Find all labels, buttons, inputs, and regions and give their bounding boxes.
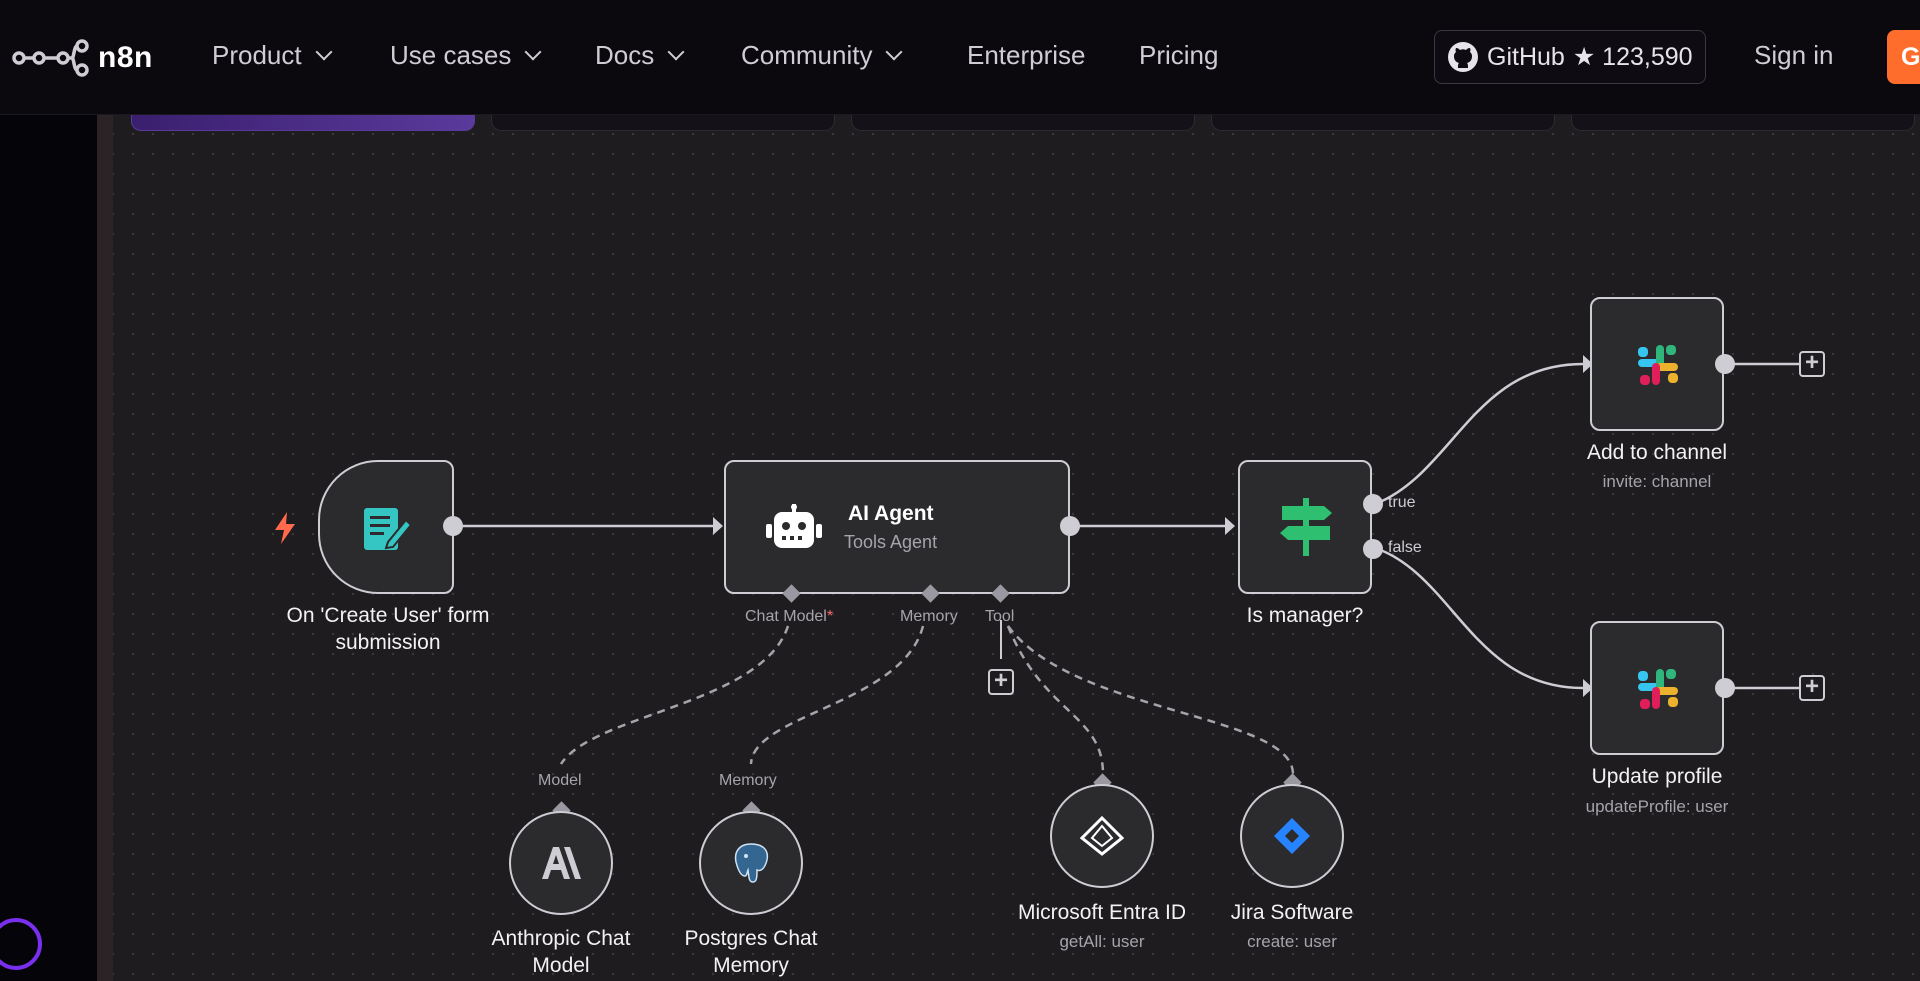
- slack-update-label: Update profile: [1591, 765, 1723, 788]
- signpost-icon: [1280, 498, 1332, 556]
- cookie-settings-icon[interactable]: [0, 918, 42, 970]
- connection-memory-dashed: [749, 625, 925, 765]
- entra-id-icon: [1080, 816, 1124, 856]
- true-port-label: true: [1388, 494, 1416, 511]
- github-icon: [1448, 42, 1478, 72]
- chevron-down-icon: [885, 43, 903, 60]
- slack-update-subtitle: updateProfile: user: [1585, 797, 1729, 816]
- trigger-label: On 'Create User' form submission: [286, 604, 490, 654]
- postgres-label: Postgres Chat Memory: [684, 927, 818, 977]
- workflow-canvas[interactable]: On 'Create User' form submission AI Agen…: [113, 114, 1920, 981]
- logo-text: n8n: [98, 41, 153, 74]
- github-label: GitHub: [1487, 42, 1565, 71]
- memory-port-label: Memory: [900, 608, 958, 625]
- lightning-icon: [275, 512, 295, 544]
- slack-icon: [1638, 345, 1678, 385]
- slack-add-label: Add to channel: [1586, 441, 1728, 464]
- anthropic-node[interactable]: [509, 811, 613, 915]
- slack-add-node[interactable]: [1590, 297, 1724, 431]
- connection-jira-dashed: [1006, 625, 1295, 775]
- postgres-node[interactable]: [699, 811, 803, 915]
- nav-enterprise[interactable]: Enterprise: [967, 40, 1086, 70]
- github-stars-button[interactable]: GitHub ★ 123,590: [1434, 30, 1706, 84]
- slack-update-output-port[interactable]: [1715, 678, 1735, 698]
- trigger-node[interactable]: [318, 460, 454, 594]
- nav-product[interactable]: Product: [212, 40, 333, 71]
- entra-label: Microsoft Entra ID: [1017, 901, 1187, 924]
- entra-node[interactable]: [1050, 784, 1154, 888]
- memory-node-port-label: Memory: [719, 772, 777, 789]
- top-navigation: n8n Product Use cases Docs Community Ent…: [0, 0, 1920, 115]
- chevron-down-icon: [667, 43, 685, 60]
- true-output-port[interactable]: [1363, 494, 1383, 514]
- false-output-port[interactable]: [1363, 539, 1383, 559]
- chevron-down-icon: [315, 43, 333, 60]
- if-node[interactable]: [1238, 460, 1372, 594]
- jira-subtitle: create: user: [1247, 932, 1337, 951]
- get-started-button[interactable]: G: [1887, 30, 1920, 84]
- nav-use-cases[interactable]: Use cases: [390, 40, 542, 71]
- jira-node[interactable]: [1240, 784, 1344, 888]
- connection-model-dashed: [559, 625, 790, 765]
- canvas-frame: [97, 114, 113, 981]
- connections: [453, 355, 1803, 775]
- left-margin: [0, 114, 97, 981]
- nav-docs[interactable]: Docs: [595, 40, 685, 71]
- add-after-add-to-channel-button[interactable]: +: [1799, 351, 1825, 377]
- slack-add-subtitle: invite: channel: [1602, 472, 1712, 491]
- postgres-icon: [734, 843, 769, 883]
- tool-port-label: Tool: [985, 608, 1015, 625]
- connection-entra-dashed: [1006, 625, 1105, 775]
- slack-icon: [1638, 669, 1678, 709]
- anthropic-icon: [542, 847, 581, 879]
- form-icon: [364, 508, 412, 550]
- github-star-count: ★ 123,590: [1572, 43, 1693, 71]
- arrow-update-in: [1583, 679, 1593, 697]
- agent-title: AI Agent: [848, 502, 934, 525]
- sign-in-link[interactable]: Sign in: [1754, 40, 1834, 70]
- n8n-logo-icon: [12, 39, 89, 77]
- arrow-if-in: [1225, 517, 1235, 535]
- arrow-agent-in: [713, 517, 723, 535]
- add-tool-button[interactable]: +: [988, 669, 1014, 695]
- nav-community[interactable]: Community: [741, 40, 903, 71]
- trigger-output-port[interactable]: [443, 516, 463, 536]
- ai-agent-node[interactable]: AI Agent Tools Agent: [724, 460, 1070, 594]
- connection-true: [1374, 362, 1584, 506]
- anthropic-label: Anthropic Chat Model: [491, 927, 631, 977]
- robot-icon: [766, 504, 822, 548]
- agent-subtitle: Tools Agent: [844, 532, 938, 552]
- nav-pricing[interactable]: Pricing: [1139, 40, 1219, 70]
- model-port-label: Model: [538, 772, 582, 789]
- chat-model-port-label: Chat Model*: [745, 608, 834, 625]
- if-node-label: Is manager?: [1246, 604, 1364, 627]
- slack-add-output-port[interactable]: [1715, 354, 1735, 374]
- false-port-label: false: [1388, 539, 1422, 556]
- slack-update-node[interactable]: [1590, 621, 1724, 755]
- jira-label: Jira Software: [1230, 901, 1354, 924]
- arrow-add-in: [1583, 355, 1593, 373]
- jira-icon: [1274, 818, 1310, 854]
- chevron-down-icon: [524, 43, 542, 60]
- agent-output-port[interactable]: [1060, 516, 1080, 536]
- add-after-update-profile-button[interactable]: +: [1799, 675, 1825, 701]
- connection-false: [1374, 546, 1584, 690]
- n8n-logo[interactable]: n8n: [12, 36, 153, 80]
- entra-subtitle: getAll: user: [1059, 932, 1145, 951]
